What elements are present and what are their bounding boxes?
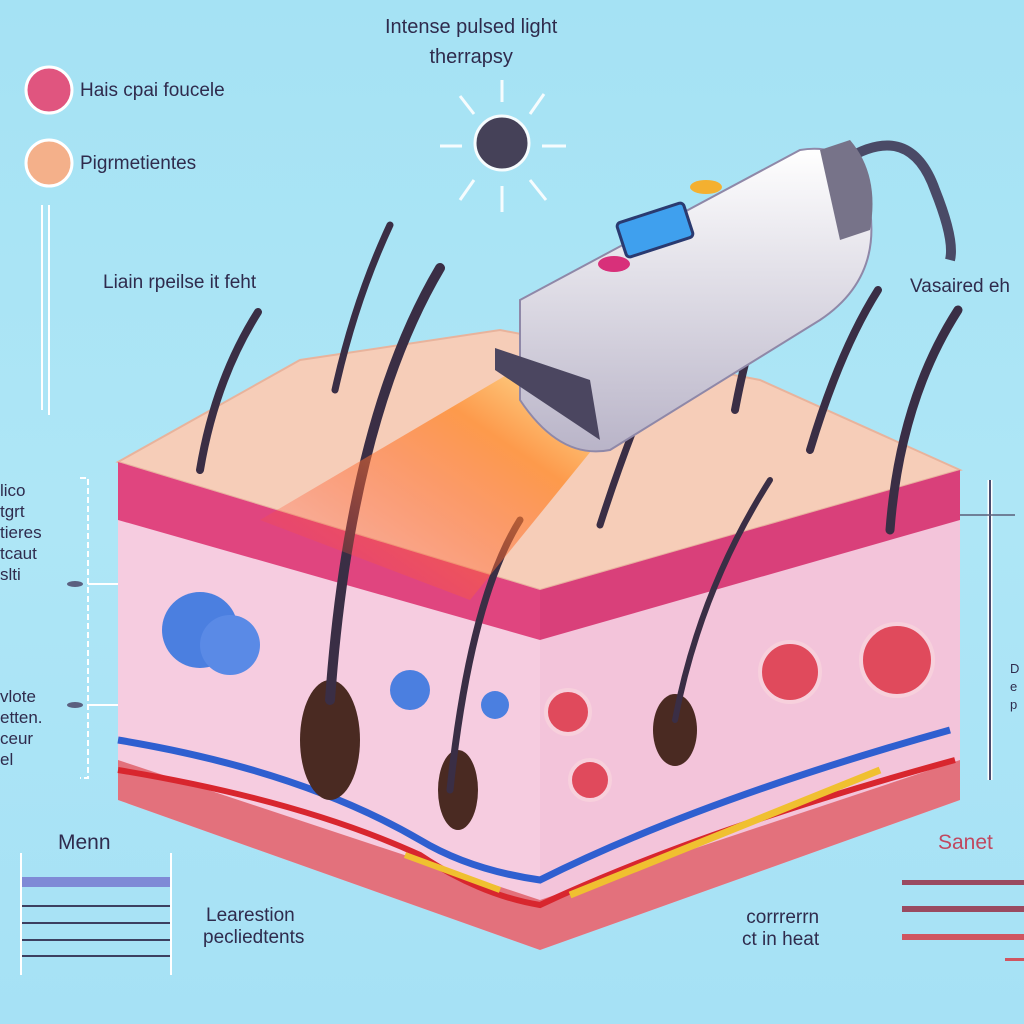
legend-hair-follicle: Hais cpai foucele [80,80,225,101]
title-line-2: therrapsy [429,46,513,68]
left-upper-line: slti [0,565,21,584]
vein [117,726,951,884]
left-lower-label: vlote etten. ceur el [0,686,43,770]
bottom-left-caption: Learestion pecliedtents [203,905,304,949]
device-screen [615,201,695,259]
title-line-1: Intense pulsed light [385,16,558,38]
left-upper-line: tgrt [0,502,25,521]
pigment-legend-icon [24,138,74,188]
bottom-right-caption: corrrerrn ct in heat [742,907,819,951]
left-upper-line: tcaut [0,544,37,563]
right-edge-label: D e p [1010,660,1019,714]
right-scale [960,480,1015,780]
left-lower-line: vlote [0,687,36,706]
bottom-left-title: Menn [58,831,111,854]
left-upper-line: lico [0,481,26,500]
bottom-left-scale [20,853,172,975]
right-edge-line: D [1010,661,1020,676]
hair-follicle-legend-icon [24,65,74,115]
legend-pigment: Pigrmetientes [80,153,197,174]
left-lower-line: etten. [0,708,43,727]
vascular-label: Vasaired eh [910,276,1010,297]
left-lower-line: el [0,750,14,769]
bottom-right-bars [902,880,1024,961]
left-scale [41,205,120,779]
caption-line: Learestion [206,905,295,926]
right-edge-line: p [1010,697,1018,712]
ipl-device [495,140,956,453]
hair-follicles [300,680,697,830]
caption-line: ct in heat [742,929,820,950]
page-title: Intense pulsed light therrapsy [385,12,557,72]
left-upper-label: lico tgrt tieres tcaut slti [0,480,42,585]
caption-line: pecliedtents [203,927,305,948]
left-lower-line: ceur [0,729,34,748]
device-button-pink [598,256,630,272]
right-edge-line: e [1010,679,1018,694]
light-source-icon [440,80,566,212]
blood-vessel-cell [544,688,592,736]
device-button-orange [690,180,722,194]
bottom-right-title: Sanet [938,831,993,854]
caption-line: corrrerrn [746,907,820,928]
light-pulse-label: Liain rpeilse it feht [103,272,257,293]
light-beam [260,370,600,600]
left-upper-line: tieres [0,523,42,542]
